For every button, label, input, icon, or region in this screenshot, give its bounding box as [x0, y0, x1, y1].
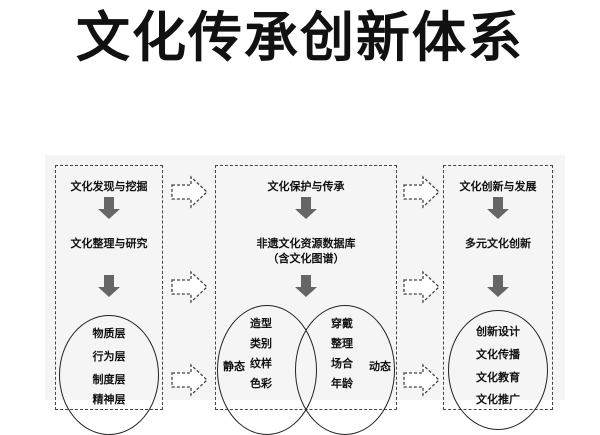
innovation-item: 文化传播: [476, 348, 520, 361]
static-item: 纹样: [250, 357, 272, 370]
database-label: 非遗文化资源数据库: [256, 237, 356, 250]
dynamic-item: 场合: [331, 357, 353, 370]
layer-item: 制度层: [92, 373, 126, 386]
database-sublabel: （含文化图谱）: [267, 252, 345, 265]
step-protection: 文化保护与传承: [267, 180, 345, 193]
right-arrow-icon: [403, 175, 440, 209]
dynamic-item: 年龄: [331, 377, 353, 390]
page-title: 文化传承创新体系: [76, 6, 524, 69]
right-arrow-icon: [171, 363, 208, 397]
step-diverse-innovation: 多元文化创新: [465, 237, 531, 250]
innovation-item: 文化推广: [476, 393, 520, 406]
right-arrow-icon: [403, 363, 440, 397]
static-label: 静态: [223, 360, 245, 373]
innovation-item: 文化教育: [476, 371, 520, 384]
right-arrow-icon: [171, 175, 208, 209]
static-item: 类别: [250, 337, 272, 350]
static-item: 造型: [250, 317, 272, 330]
layer-item: 精神层: [92, 393, 126, 406]
dynamic-item: 整理: [331, 337, 353, 350]
layer-item: 物质层: [92, 327, 126, 340]
dynamic-label: 动态: [369, 360, 391, 373]
step-innovation: 文化创新与发展: [459, 180, 537, 193]
step-research: 文化整理与研究: [70, 237, 148, 250]
layer-item: 行为层: [92, 350, 126, 363]
dynamic-item: 穿戴: [331, 317, 353, 330]
right-arrow-icon: [403, 270, 440, 304]
step-discovery: 文化发现与挖掘: [70, 180, 148, 193]
right-arrow-icon: [171, 270, 208, 304]
innovation-item: 创新设计: [476, 325, 520, 338]
diagram-panel: 文化发现与挖掘 文化整理与研究 物质层 行为层 制度层 精神层 文化保护与传承 …: [45, 155, 565, 435]
static-item: 色彩: [250, 377, 272, 390]
